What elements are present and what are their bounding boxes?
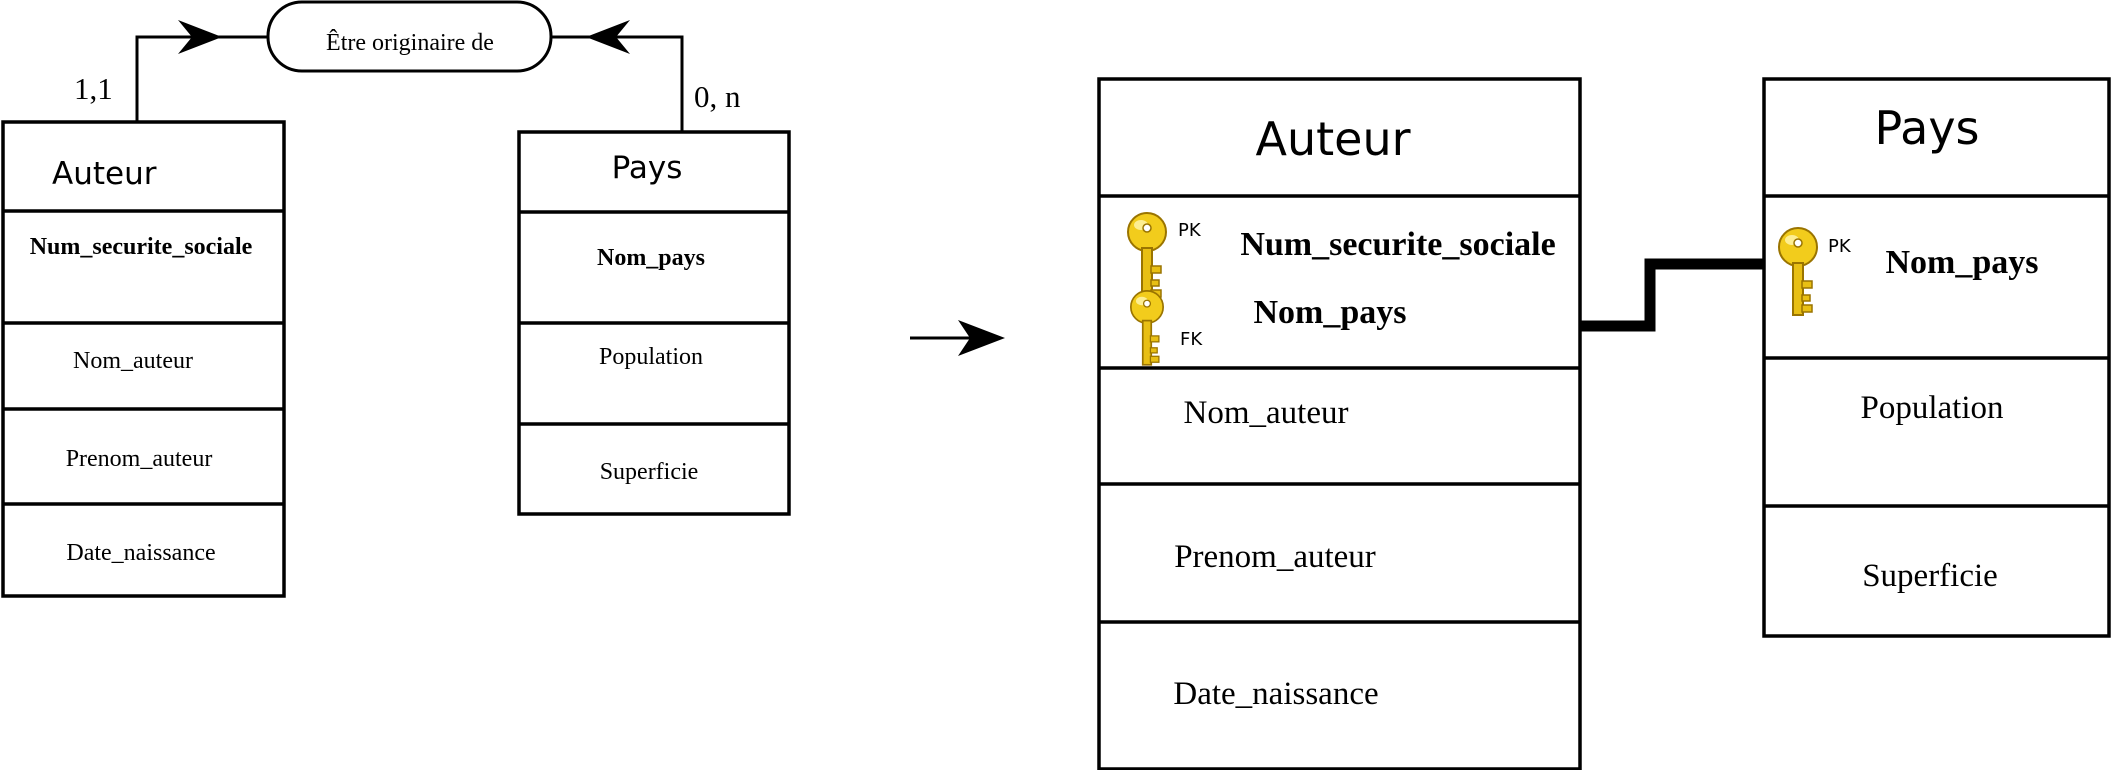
pk-tag: PK — [1828, 236, 1852, 257]
mld: Auteur PK Num_securite_sociale FK Nom_pa… — [1097, 77, 2111, 770]
mcd-auteur-title: Auteur — [52, 156, 157, 192]
mcd-pays-entity: Pays Nom_pays Population Superficie — [517, 130, 791, 516]
mld-auteur-attr-date-naissance: Date_naissance — [1173, 676, 1378, 712]
mld-pays-attr-superficie: Superficie — [1862, 558, 1998, 594]
mcd-pays-title: Pays — [612, 150, 683, 186]
mld-pays-pk-nom-pays: Nom_pays — [1885, 244, 2038, 281]
association-pill — [266, 0, 553, 73]
fk-tag: FK — [1180, 329, 1203, 350]
mld-pays-title: Pays — [1874, 101, 1979, 155]
pk-tag: PK — [1178, 220, 1202, 241]
mld-auteur-pk-num-securite-sociale: Num_securite_sociale — [1240, 226, 1555, 263]
mcd: Être originaire de 1,1 0, n Auteur Num_s… — [1, 0, 791, 598]
transform-arrow-icon — [910, 320, 1005, 356]
mcd-auteur-attr-date-naissance: Date_naissance — [66, 540, 215, 566]
link-pays-association — [551, 35, 684, 132]
arrow-right-icon — [178, 20, 222, 54]
cardinality-left: 1,1 — [74, 71, 113, 106]
mld-auteur-attr-nom-auteur: Nom_auteur — [1184, 395, 1349, 431]
arrow-left-icon — [586, 20, 630, 54]
mcd-pays-attr-nom-pays: Nom_pays — [597, 245, 705, 271]
mld-pays-table: Pays PK Nom_pays Population Superficie — [1762, 77, 2111, 638]
foreign-key-link — [1580, 258, 1764, 332]
mcd-auteur-attr-prenom-auteur: Prenom_auteur — [66, 446, 213, 472]
mcd-pays-attr-population: Population — [599, 344, 703, 370]
mcd-auteur-entity: Auteur Num_securite_sociale Nom_auteur P… — [1, 120, 286, 598]
mld-auteur-attr-prenom-auteur: Prenom_auteur — [1174, 539, 1376, 575]
mld-auteur-fk-nom-pays: Nom_pays — [1253, 294, 1406, 331]
mcd-pays-attr-superficie: Superficie — [600, 459, 699, 485]
mld-pays-attr-population: Population — [1860, 390, 2003, 426]
association-label: Être originaire de — [326, 30, 494, 56]
mld-auteur-title: Auteur — [1255, 112, 1410, 166]
mcd-auteur-attr-num-securite-sociale: Num_securite_sociale — [30, 234, 253, 260]
cardinality-right: 0, n — [694, 79, 741, 114]
mcd-auteur-attr-nom-auteur: Nom_auteur — [73, 348, 193, 374]
mld-auteur-table: Auteur PK Num_securite_sociale FK Nom_pa… — [1097, 77, 1582, 770]
link-auteur-association — [135, 35, 268, 122]
